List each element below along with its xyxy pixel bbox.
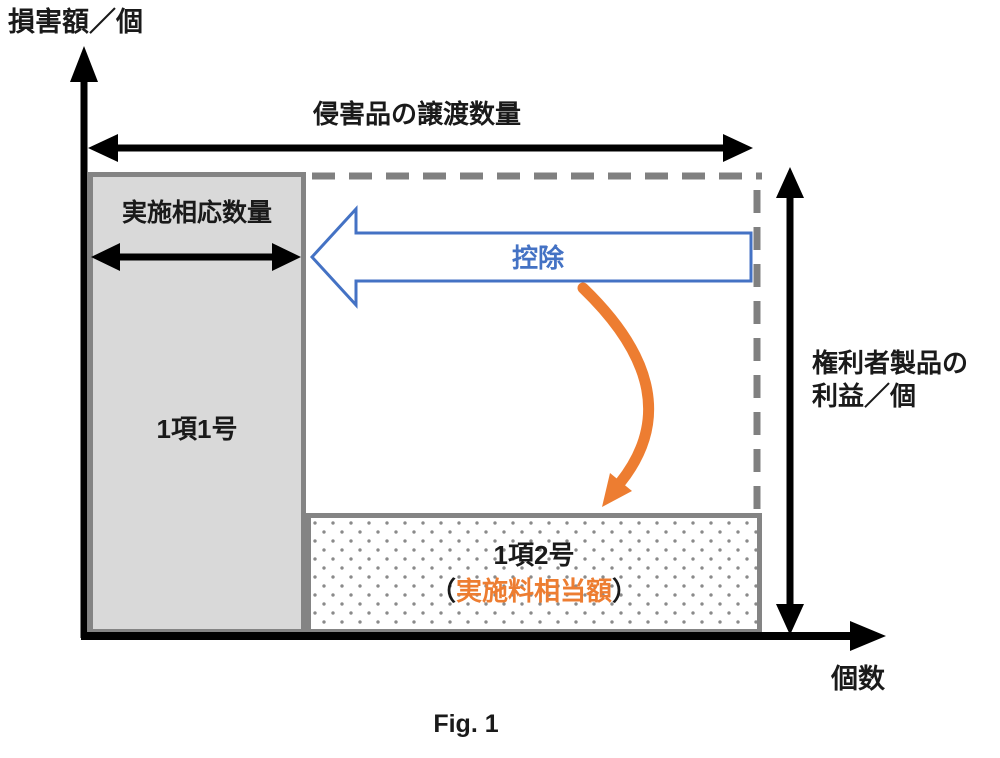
top-quantity-label: 侵害品の譲渡数量 (312, 99, 521, 129)
right-profit-label-line2: 利益／個 (812, 381, 917, 411)
curved-transfer-arrow (577, 282, 655, 507)
figure-caption: Fig. 1 (433, 710, 499, 738)
deduction-label: 控除 (511, 243, 564, 273)
x-axis-label: 個数 (831, 664, 885, 694)
y-axis-label: 損害額／個 (8, 7, 143, 37)
y-axis-arrowhead-icon (70, 46, 98, 82)
royalty-equivalent-label: （実施料相当額） (430, 576, 638, 607)
capacity-quantity-label: 実施相応数量 (121, 199, 272, 227)
article102-1-1-label: 1項1号 (156, 414, 238, 444)
royalty-equivalent-text: 実施料相当額 (455, 575, 612, 606)
x-axis-arrowhead-icon (850, 621, 886, 651)
paren-open: （ (429, 575, 456, 606)
article102-1-1-box (88, 172, 306, 634)
top-quantity-arrow (88, 134, 753, 162)
right-profit-label: 権利者製品の 利益／個 (812, 347, 968, 413)
article102-1-2-label: 1項2号 (493, 540, 575, 571)
article102-1-2-box: 1項2号 （実施料相当額） (306, 513, 762, 634)
paren-close: ） (612, 575, 639, 606)
right-profit-arrow (776, 167, 804, 635)
right-profit-label-line1: 権利者製品の (812, 348, 969, 378)
dashed-outline (312, 172, 762, 511)
